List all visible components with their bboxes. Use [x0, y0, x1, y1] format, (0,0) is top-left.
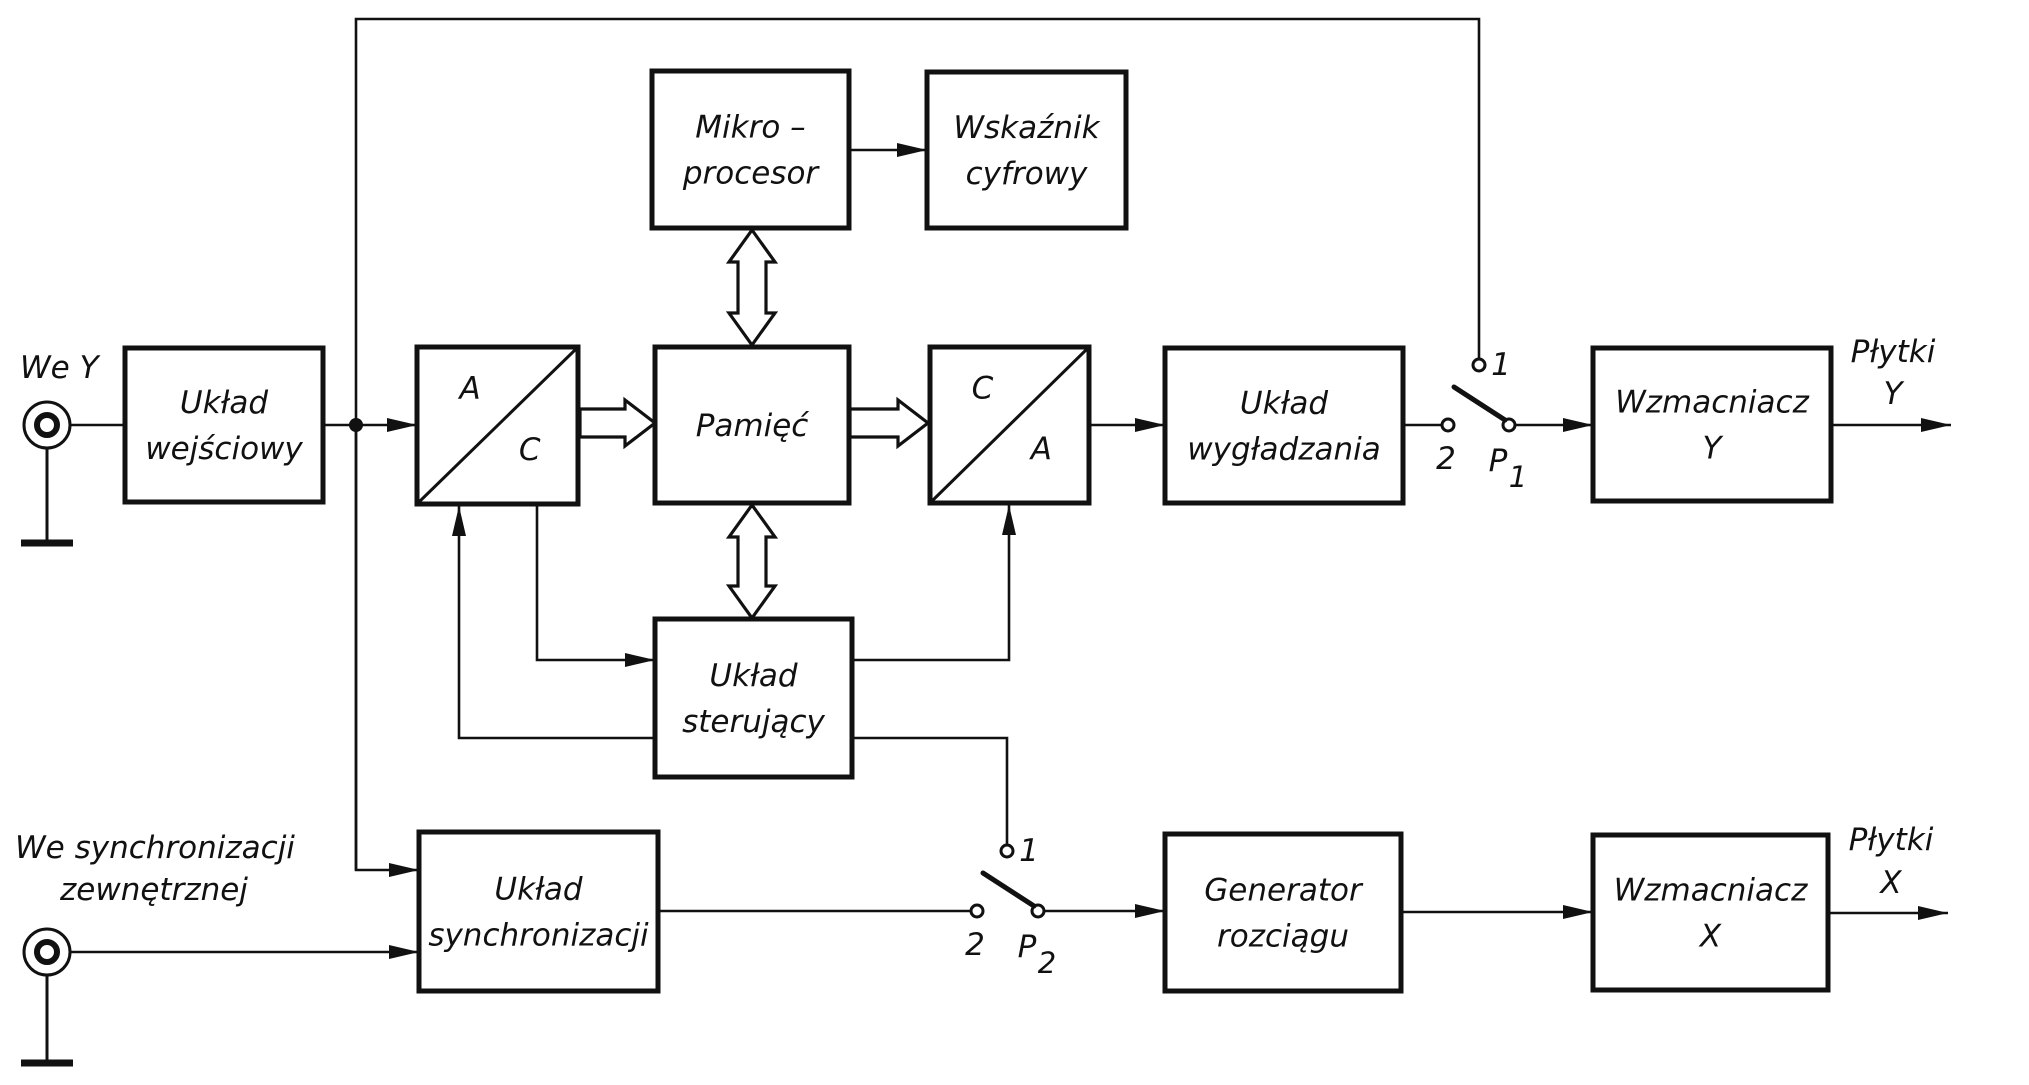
uklad-wygladzania-block-label: Układ	[1240, 386, 1329, 422]
bus-memory-control	[725, 502, 779, 621]
input-y-label: We Y	[20, 350, 101, 386]
switch-p2-lever	[980, 870, 1037, 909]
blocks-layer	[22, 68, 1834, 994]
uklad-synchronizacji-block-label: synchronizacji	[428, 918, 649, 954]
bus-memory-to-dac	[848, 396, 931, 450]
adc-block-bottom-label: C	[519, 432, 541, 468]
switch-p1-pos1-label: 1	[1491, 347, 1511, 383]
bus-cpu-memory	[725, 227, 779, 348]
dac-block-bottom-label: A	[1029, 431, 1052, 467]
output-x-label: Płytki	[1849, 822, 1934, 858]
uklad-sterujacy-block	[652, 616, 855, 780]
uklad-wejsciowy-block-label: Układ	[180, 385, 269, 421]
input-sync-label: We synchronizacji	[15, 830, 295, 866]
uklad-wygladzania-block-label: wygładzania	[1187, 432, 1380, 468]
wire-control-to-adc	[457, 506, 655, 740]
switch-p1-terminal-2	[1440, 417, 1456, 433]
wire-adc-to-control	[535, 504, 655, 662]
arrowhead-up	[452, 506, 466, 536]
arrowhead-right	[389, 945, 419, 959]
arrowhead-right	[1563, 905, 1593, 919]
bus-adc-to-memory	[578, 396, 658, 450]
arrowhead-right	[389, 863, 419, 877]
dac-block-top-label: C	[972, 370, 994, 406]
arrowhead-right	[1135, 418, 1165, 432]
switch-p2-name-label: P	[1018, 929, 1037, 965]
switch-p2-terminal-1	[999, 843, 1015, 859]
wzmacniacz-y-block-label: Wzmacniacz	[1615, 385, 1809, 421]
uklad-wejsciowy-block	[122, 345, 326, 505]
arrowhead-right	[897, 143, 927, 157]
dac-block-diagonal	[930, 347, 1089, 503]
generator-block	[1162, 831, 1404, 994]
switch-p1-pos2-label: 2	[1436, 441, 1456, 477]
adc-block-diagonal	[417, 347, 578, 504]
wzmacniacz-x-block-label: X	[1698, 919, 1722, 955]
output-y-axis-label: Y	[1884, 376, 1905, 412]
pamiec-block-label: Pamięć	[696, 408, 810, 444]
generator-block-label: rozciągu	[1217, 919, 1349, 955]
wire-control-to-dac	[852, 505, 1011, 662]
uklad-wejsciowy-block-label: wejściowy	[145, 431, 303, 467]
mikroprocesor-block-label: procesor	[682, 156, 821, 192]
wire-to-sync-block	[354, 425, 419, 872]
arrowhead-right	[1918, 906, 1948, 920]
arrowhead-right	[1921, 418, 1951, 432]
generator-block-label: Generator	[1204, 873, 1364, 909]
wires-layer	[21, 17, 1951, 1067]
input-sync-connector-inner	[34, 939, 60, 965]
switch-p2-terminal-2	[969, 903, 985, 919]
switch-p2-subscript: 2	[1038, 946, 1056, 980]
uklad-sterujacy-block-label: Układ	[709, 658, 798, 694]
switch-p1-name-label: P	[1489, 443, 1508, 479]
arrowhead-right	[1563, 418, 1593, 432]
uklad-synchronizacji-block	[416, 829, 661, 994]
uklad-sterujacy-block-label: sterujący	[682, 704, 825, 740]
wskaznik-block-label: cyfrowy	[966, 156, 1088, 192]
input-y-connector-inner	[34, 412, 60, 438]
pamiec-block	[652, 344, 852, 506]
wzmacniacz-y-block-label: Y	[1703, 431, 1724, 467]
buses-layer	[578, 227, 931, 621]
switch-p2-pos1-label: 1	[1019, 833, 1039, 869]
switch-p1-lever	[1451, 384, 1508, 423]
wzmacniacz-x-block	[1590, 832, 1831, 993]
adc-block-top-label: A	[458, 371, 481, 407]
uklad-synchronizacji-block-label: Układ	[494, 872, 583, 908]
arrowhead-right	[1135, 904, 1165, 918]
output-x-axis-label: X	[1878, 865, 1902, 901]
arrowhead-right	[625, 653, 655, 667]
wire-control-to-p2	[852, 736, 1009, 845]
mikroprocesor-block-label: Mikro –	[695, 110, 805, 146]
wskaznik-block	[924, 69, 1129, 231]
switch-p2-pos2-label: 2	[965, 927, 985, 963]
mikroprocesor-block	[649, 68, 852, 231]
wskaznik-block-label: Wskaźnik	[953, 110, 1100, 146]
uklad-wygladzania-block	[1162, 345, 1406, 506]
wzmacniacz-x-block-label: Wzmacniacz	[1614, 873, 1808, 909]
arrowhead-right	[387, 418, 417, 432]
switch-p1-subscript: 1	[1509, 460, 1527, 494]
wzmacniacz-y-block	[1590, 345, 1834, 504]
input-sync-label-2: zewnętrznej	[59, 872, 248, 908]
switch-p1-terminal-1	[1471, 357, 1487, 373]
output-y-label: Płytki	[1851, 334, 1936, 370]
arrowhead-up	[1002, 505, 1016, 535]
